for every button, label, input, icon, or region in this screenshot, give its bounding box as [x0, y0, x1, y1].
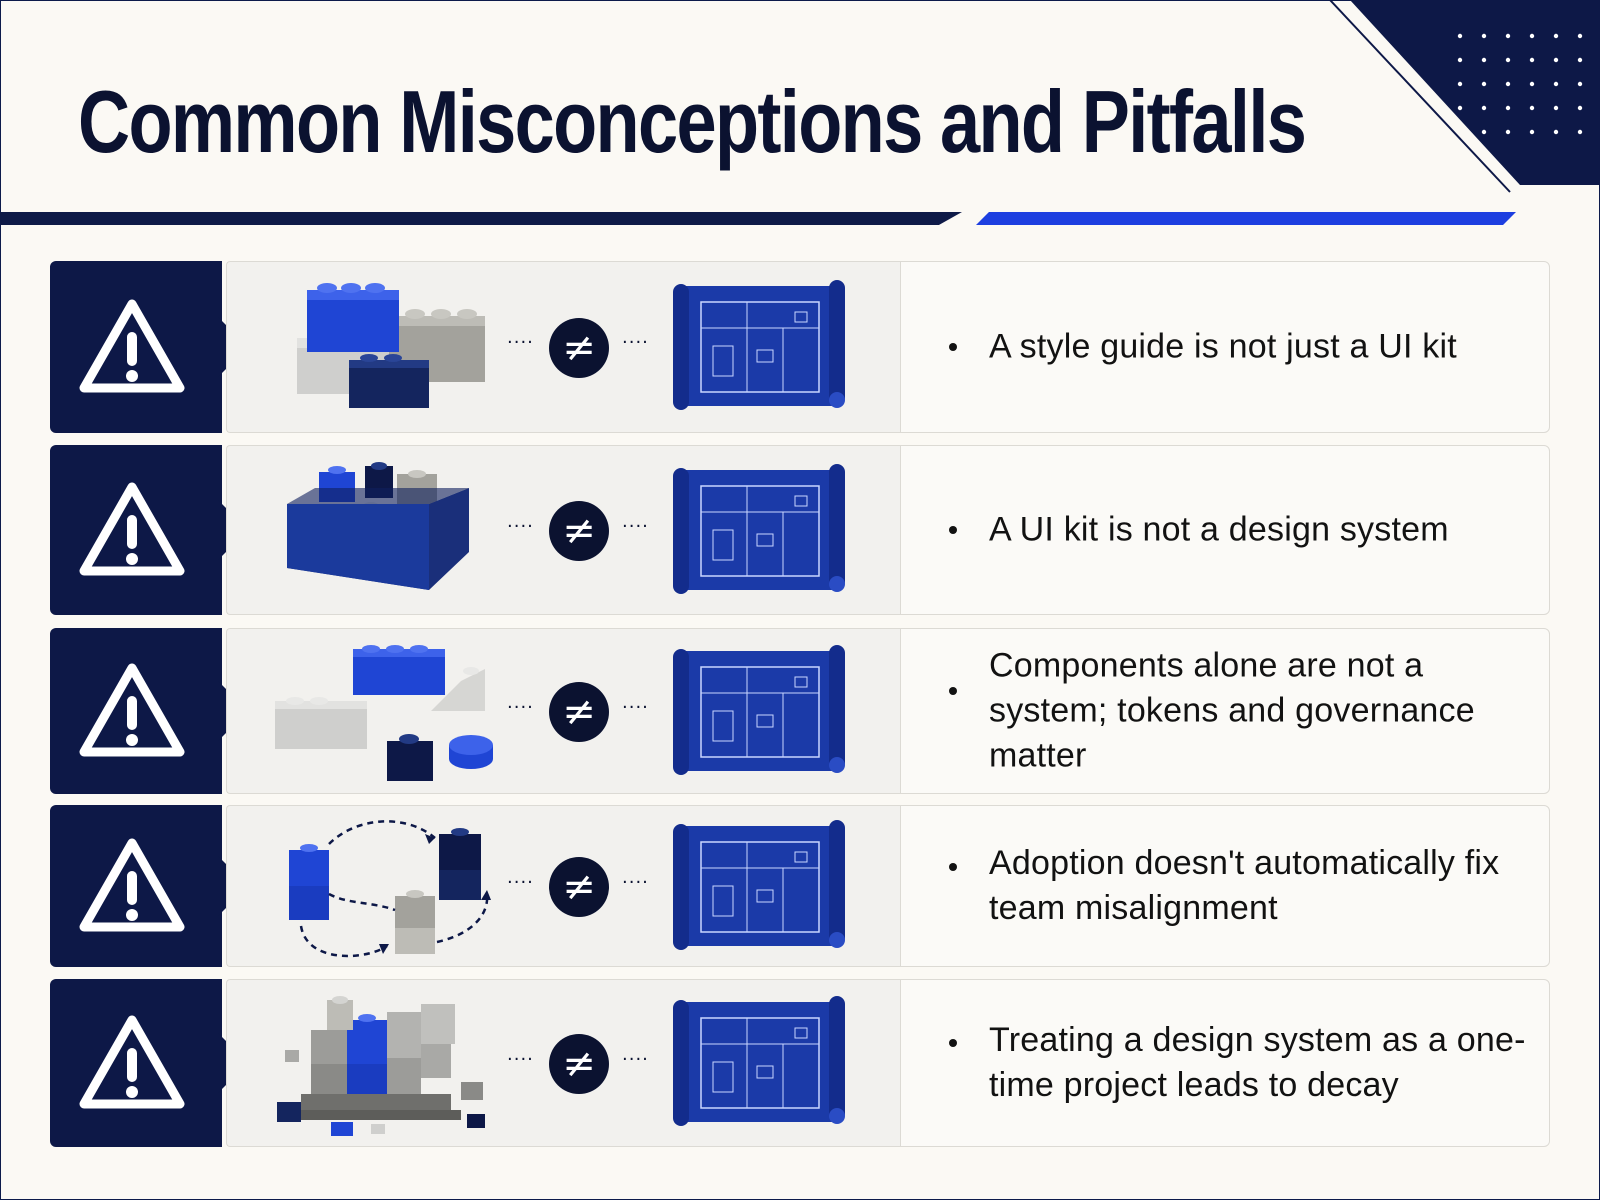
- illustration-panel: ···· ≠ ····: [226, 261, 901, 433]
- warning-panel: [50, 979, 222, 1147]
- connector-dots: ····: [507, 516, 534, 537]
- misconception-row: ···· ≠ ···· A UI kit is not a design sys…: [50, 445, 1550, 615]
- not-equal-icon: ≠: [549, 318, 609, 378]
- connector-dots: ····: [507, 1049, 534, 1070]
- corner-dot: [1577, 129, 1583, 135]
- corner-dot: [1505, 33, 1511, 39]
- misconception-text: Treating a design system as a one-time p…: [989, 1021, 1526, 1104]
- corner-dot: [1457, 105, 1463, 111]
- moving-bricks-icon: [289, 820, 491, 958]
- corner-dot: [1529, 57, 1535, 63]
- warning-panel: [50, 628, 222, 794]
- misconception-text-cell: Treating a design system as a one-time p…: [900, 979, 1550, 1147]
- misconception-text-cell: Adoption doesn't automatically fix team …: [900, 805, 1550, 967]
- warning-panel: [50, 445, 222, 615]
- misconception-row: ···· ≠ ···· Components alone are not a s…: [50, 628, 1550, 794]
- misconception-text: Adoption doesn't automatically fix team …: [989, 844, 1500, 927]
- blueprint-icon: [673, 820, 845, 950]
- corner-decoration: [1329, 0, 1600, 193]
- corner-dot: [1553, 105, 1559, 111]
- corner-dot: [1577, 105, 1583, 111]
- misconception-row: ···· ≠ ···· Treating a design system as …: [50, 979, 1550, 1147]
- bullet: [949, 1039, 957, 1048]
- crumbling-bricks-icon: [277, 996, 485, 1136]
- bullet: [949, 862, 957, 871]
- blueprint-icon: [673, 464, 845, 594]
- title-accent-rule: [976, 212, 1516, 225]
- corner-dot: [1529, 105, 1535, 111]
- blueprint-icon: [673, 645, 845, 775]
- illustration-panel: ···· ≠ ····: [226, 805, 901, 967]
- warning-panel: [50, 261, 222, 433]
- misconception-row: ···· ≠ ···· A style guide is not just a …: [50, 261, 1550, 433]
- title-rule: [0, 212, 962, 225]
- corner-dot: [1481, 81, 1487, 87]
- misconception-text-cell: A style guide is not just a UI kit: [900, 261, 1550, 433]
- not-equal-icon: ≠: [549, 1034, 609, 1094]
- corner-dot: [1577, 57, 1583, 63]
- warning-icon: [79, 838, 185, 932]
- connector-dots: ····: [622, 697, 649, 718]
- bullet: [949, 526, 957, 534]
- not-equal-icon: ≠: [549, 682, 609, 742]
- misconception-text: A style guide is not just a UI kit: [989, 327, 1457, 366]
- connector-dots: ····: [507, 872, 534, 893]
- bullet: [949, 687, 957, 696]
- corner-dot: [1553, 129, 1559, 135]
- connector-dots: ····: [507, 332, 534, 353]
- corner-dot: [1553, 57, 1559, 63]
- illustration-panel: ···· ≠ ····: [226, 628, 901, 794]
- misconception-text: A UI kit is not a design system: [989, 510, 1449, 549]
- corner-dot: [1505, 81, 1511, 87]
- corner-dot: [1481, 33, 1487, 39]
- connector-dots: ····: [507, 697, 534, 718]
- connector-dots: ····: [622, 1049, 649, 1070]
- blueprint-icon: [673, 280, 845, 410]
- not-equal-icon: ≠: [549, 857, 609, 917]
- warning-icon: [79, 299, 185, 393]
- illustration-panel: ···· ≠ ····: [226, 445, 901, 615]
- corner-dot: [1505, 57, 1511, 63]
- illustration-panel: ···· ≠ ····: [226, 979, 901, 1147]
- corner-dot: [1457, 57, 1463, 63]
- connector-dots: ····: [622, 872, 649, 893]
- corner-dot: [1457, 81, 1463, 87]
- misconception-row: ···· ≠ ···· Adoption doesn't automatical…: [50, 805, 1550, 967]
- corner-dot: [1505, 105, 1511, 111]
- blueprint-icon: [673, 996, 845, 1126]
- corner-dot: [1529, 129, 1535, 135]
- warning-panel: [50, 805, 222, 967]
- not-equal-icon: ≠: [549, 501, 609, 561]
- corner-dot: [1553, 81, 1559, 87]
- corner-dot: [1505, 129, 1511, 135]
- corner-dot: [1457, 33, 1463, 39]
- connector-dots: ····: [622, 332, 649, 353]
- misconception-text-cell: Components alone are not a system; token…: [900, 628, 1550, 794]
- warning-icon: [79, 482, 185, 576]
- corner-dot: [1481, 57, 1487, 63]
- corner-dot: [1529, 33, 1535, 39]
- corner-dot: [1577, 33, 1583, 39]
- stacked-bricks-icon: [297, 283, 485, 408]
- corner-dot: [1481, 105, 1487, 111]
- corner-dot: [1577, 81, 1583, 87]
- misconception-text: Components alone are not a system; token…: [989, 646, 1475, 775]
- warning-icon: [79, 1015, 185, 1109]
- corner-dot: [1553, 33, 1559, 39]
- connector-dots: ····: [622, 516, 649, 537]
- warning-icon: [79, 663, 185, 757]
- bullet: [949, 343, 957, 351]
- scattered-bricks-icon: [275, 645, 493, 781]
- corner-dot: [1529, 81, 1535, 87]
- misconception-text-cell: A UI kit is not a design system: [900, 445, 1550, 615]
- bricks-in-box-icon: [287, 462, 469, 590]
- corner-dot: [1481, 129, 1487, 135]
- page-title: Common Misconceptions and Pitfalls: [78, 72, 1307, 171]
